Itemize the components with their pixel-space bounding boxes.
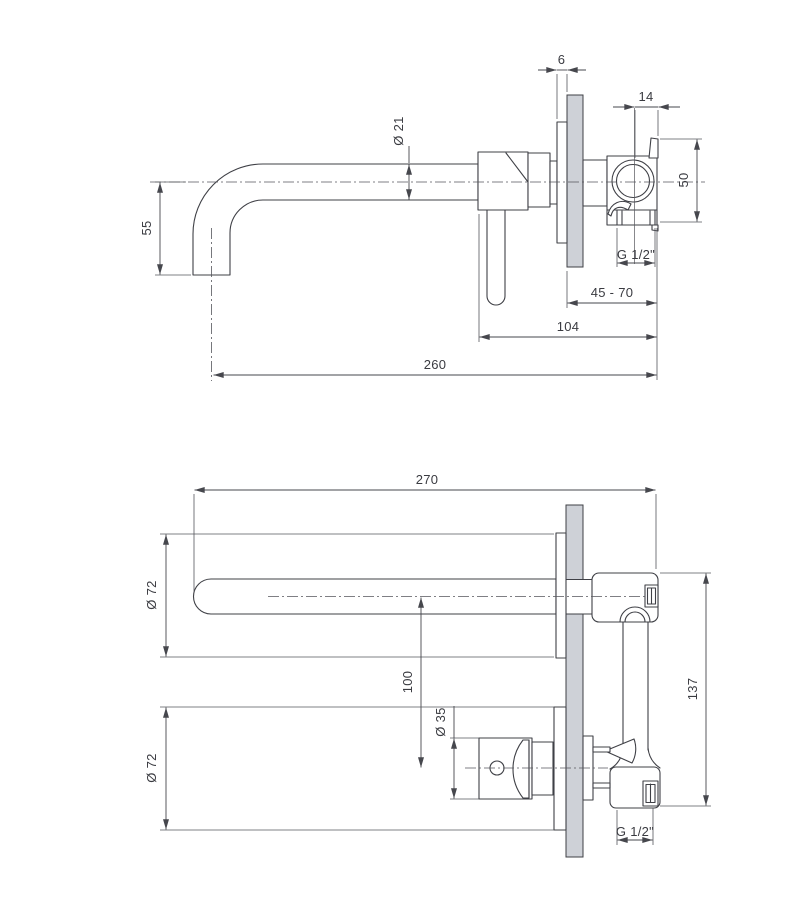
lever-handle [486,209,506,306]
dim-label: 104 [557,319,580,334]
pipe-flare [647,747,661,769]
lever-edge-profile [604,738,637,764]
cartridge-circle-outer [611,159,655,203]
body-seam-line [505,152,529,183]
spout-plan [192,578,557,615]
dim-label: 100 [400,671,415,694]
dim-body-length: 104 [478,214,657,342]
mixer-body [477,151,529,211]
dim-handle-offset: 100 [400,597,424,768]
tube-through-wall [566,580,592,614]
handle-step-block [531,741,554,796]
connecting-stem [592,746,611,753]
dim-valve-length: 137 [660,572,711,807]
dim-label: 260 [424,357,447,372]
connecting-stem [592,782,611,789]
adapter-block [527,152,551,208]
cartridge-circle-inner [615,163,651,199]
dim-spout-diameter: Ø 21 [391,116,412,200]
adapter-neck [549,160,558,205]
dim-label: Ø 72 [144,580,159,609]
dim-label: G 1/2" [616,824,654,839]
wall-section [566,94,584,268]
dim-label: 6 [558,52,566,67]
dim-label: 55 [139,220,154,235]
dim-plate-thickness: 6 [538,52,586,119]
dim-label: Ø 35 [433,707,448,736]
dim-spout-escutcheon: Ø 72 [144,533,554,658]
dim-label: Ø 72 [144,753,159,782]
spout-profile [192,163,479,276]
side-view: 6 14 Ø 21 55 50 [139,52,705,381]
plan-view: 270 Ø 72 100 Ø 35 Ø 72 [144,472,711,858]
dim-handle-diameter: Ø 35 [433,706,479,800]
dim-label: 50 [676,172,691,187]
dim-spout-drop: 55 [139,181,191,276]
pipe-bend-cover [619,606,651,623]
pipe-bend-cover-inner [624,611,646,623]
handle-dome [512,739,530,799]
dim-label: 270 [416,472,439,487]
dim-label: G 1/2" [617,247,655,262]
handle-escutcheon [553,706,567,831]
valve-neck [582,159,608,207]
wall-section [565,504,584,858]
dim-thread-top: G 1/2" [616,228,656,267]
dim-cartridge-width: 14 [613,89,680,158]
dim-valve-height: 50 [660,138,702,223]
dim-mounting-depth: 45 - 70 [566,271,657,308]
spout-escutcheon [555,532,567,659]
lever-tip-detail [607,200,632,217]
mounting-tab-top [648,137,659,159]
dim-thread-plan: G 1/2" [616,808,654,845]
dim-label: 137 [685,678,700,701]
dim-label: 14 [638,89,653,104]
dim-label: Ø 21 [391,116,406,145]
dim-spout-reach: 260 [213,357,657,378]
dim-handle-escutcheon: Ø 72 [144,706,554,831]
dim-label: 45 - 70 [591,285,634,300]
escutcheon-plate [556,121,568,244]
dim-spout-length: 270 [193,472,657,592]
